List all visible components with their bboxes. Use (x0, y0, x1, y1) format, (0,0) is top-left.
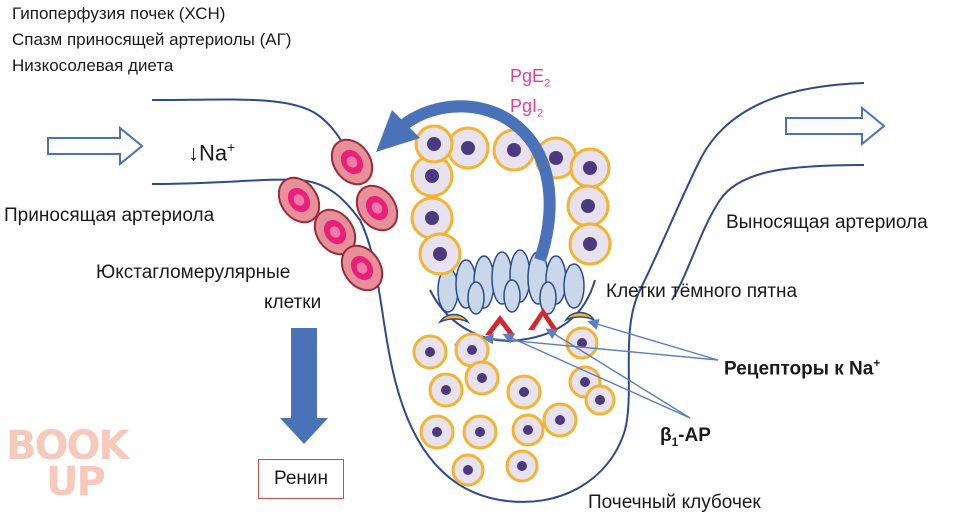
jg-cells-label-line1: Юкстагломерулярные (96, 262, 291, 283)
down-arrow-icon: ↓ (188, 140, 199, 166)
cause-low-salt-diet: Низкосолевая диета (12, 56, 174, 75)
afferent-arteriole-label: Приносящая артериола (4, 205, 215, 226)
glomerular-cell (418, 232, 462, 276)
glomerular-cell (565, 326, 599, 360)
jg-cell (277, 176, 321, 224)
macula-densa-label: Клетки тёмного пятна (606, 281, 798, 302)
glomerular-cell (414, 124, 454, 164)
outflow-arrow-icon (785, 105, 886, 147)
inflow-arrow-icon (47, 125, 144, 167)
macula-densa-cells (437, 249, 585, 315)
prostaglandin-e2: PgE2 (510, 66, 551, 90)
beta1-receptors (485, 308, 558, 335)
glomerular-cell (412, 334, 448, 370)
jg-cell (313, 208, 357, 256)
glomerular-cell (419, 414, 455, 450)
glomerulus-scattered-cells (412, 326, 616, 487)
glomerular-cell (446, 126, 490, 170)
glomerular-cell (464, 360, 500, 396)
prostaglandin-i2: PgI2 (510, 96, 544, 120)
glomerular-cell (568, 222, 612, 266)
glomerular-cell (569, 147, 611, 189)
cause-hypoperfusion: Гипоперфузия почек (ХСН) (12, 4, 226, 23)
glomerular-cell (451, 453, 485, 487)
glomerulus-label: Почечный клубочек (588, 492, 761, 513)
na-receptors-label: Рецепторы к Na+ (724, 357, 881, 380)
glomerular-cell (511, 413, 545, 447)
efferent-arteriole-label: Выносящая артериола (726, 212, 928, 233)
jg-cell (330, 138, 374, 186)
renin-box: Ренин (258, 459, 344, 499)
glomerular-cell (428, 372, 464, 408)
bookup-watermark-logo: BOOK UP (6, 423, 129, 505)
jg-cells-label-line2: клетки (264, 292, 322, 313)
sodium-decrease-label: ↓Na+ (188, 140, 236, 166)
jg-cell (355, 184, 399, 232)
glomerular-cell (410, 196, 454, 240)
glomerulus-ring-cells (410, 124, 612, 276)
glomerular-cell (506, 374, 542, 410)
glomerular-cell (542, 402, 578, 438)
jg-cell (340, 244, 384, 292)
glomerular-cell (584, 384, 616, 416)
beta1-receptors-label: β1-АР (660, 425, 711, 449)
pointer-lines (482, 319, 719, 419)
glomerular-cell (462, 414, 498, 450)
glomerular-cell (505, 449, 539, 483)
glomerular-cell (566, 184, 610, 228)
jg-cells (277, 138, 399, 292)
renin-arrow-icon (280, 328, 328, 444)
cause-arteriole-spasm: Спазм приносящей артериолы (АГ) (12, 30, 292, 49)
feedback-arrow-icon (376, 100, 556, 262)
